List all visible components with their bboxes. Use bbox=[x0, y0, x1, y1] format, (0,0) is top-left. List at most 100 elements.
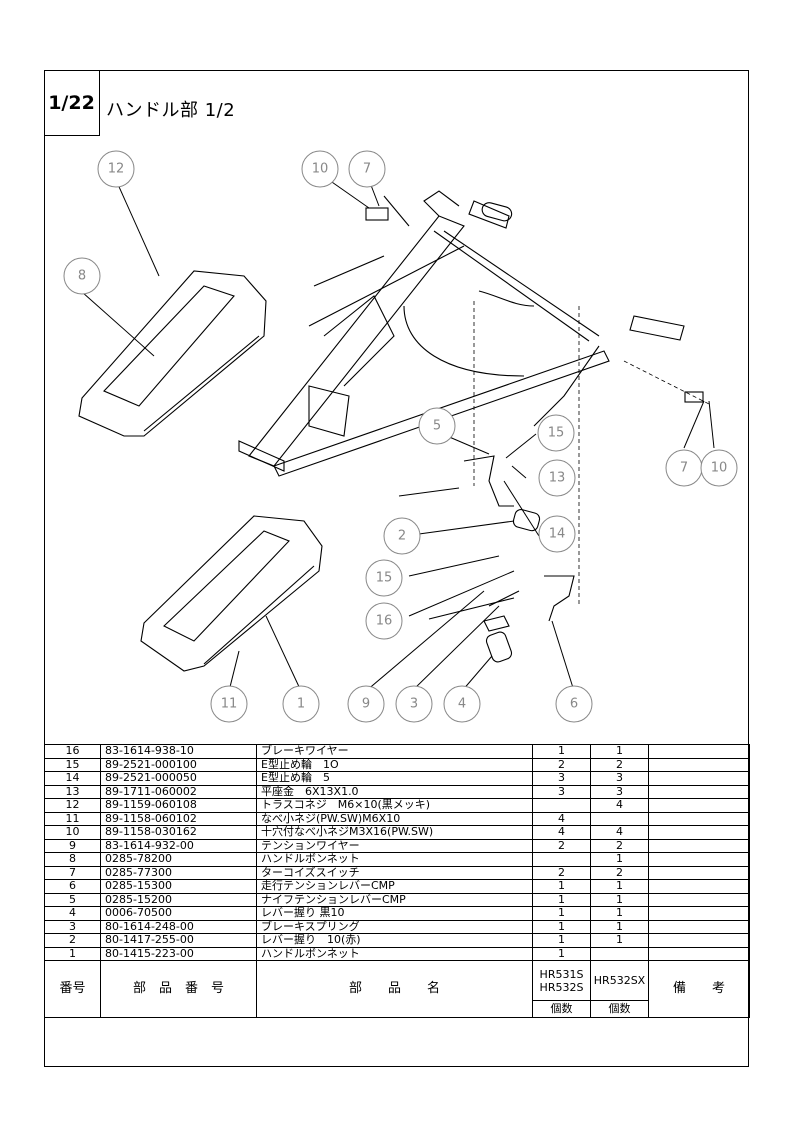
row-part-number: 89-2521-000050 bbox=[100, 771, 257, 786]
row-part-name: E型止め輪 1O bbox=[256, 757, 533, 772]
row-no: 4 bbox=[44, 906, 101, 921]
row-remarks bbox=[648, 892, 750, 907]
row-qty-a: 1 bbox=[532, 879, 591, 894]
row-qty-b: 1 bbox=[590, 744, 649, 759]
svg-text:7: 7 bbox=[680, 461, 688, 476]
row-no: 9 bbox=[44, 838, 101, 853]
row-part-number: 0285-15200 bbox=[100, 892, 257, 907]
callout-10-top: 10 bbox=[301, 150, 339, 188]
row-part-number: 89-2521-000100 bbox=[100, 757, 257, 772]
row-qty-b: 1 bbox=[590, 933, 649, 948]
row-no: 14 bbox=[44, 771, 101, 786]
leader-lines bbox=[81, 179, 715, 692]
row-part-number: 0285-78200 bbox=[100, 852, 257, 867]
callout-11: 11 bbox=[210, 685, 248, 723]
header-part-name: 部 品 名 bbox=[256, 960, 533, 1018]
callout-10-right: 10 bbox=[700, 449, 738, 487]
svg-text:15: 15 bbox=[376, 571, 393, 586]
svg-text:14: 14 bbox=[549, 527, 566, 542]
svg-text:10: 10 bbox=[312, 162, 329, 177]
row-qty-b: 4 bbox=[590, 798, 649, 813]
callout-16: 16 bbox=[365, 602, 403, 640]
row-remarks bbox=[648, 825, 750, 840]
row-qty-b: 3 bbox=[590, 771, 649, 786]
row-no: 2 bbox=[44, 933, 101, 948]
row-part-name: ブレーキワイヤー bbox=[256, 744, 533, 759]
svg-text:5: 5 bbox=[433, 419, 441, 434]
row-qty-b: 1 bbox=[590, 852, 649, 867]
callout-2: 2 bbox=[383, 517, 421, 555]
row-part-name: テンションワイヤー bbox=[256, 838, 533, 853]
row-remarks bbox=[648, 852, 750, 867]
row-qty-a bbox=[532, 798, 591, 813]
row-no: 1 bbox=[44, 946, 101, 961]
svg-text:1: 1 bbox=[297, 697, 305, 712]
row-qty-a: 1 bbox=[532, 906, 591, 921]
row-no: 16 bbox=[44, 744, 101, 759]
row-no: 10 bbox=[44, 825, 101, 840]
row-part-number: 80-1614-248-00 bbox=[100, 919, 257, 934]
row-part-name: 十穴付なべ小ネジM3X16(PW.SW) bbox=[256, 825, 533, 840]
row-part-number: 80-1417-255-00 bbox=[100, 933, 257, 948]
page-frame bbox=[44, 70, 749, 1067]
row-remarks bbox=[648, 784, 750, 799]
row-part-number: 0285-15300 bbox=[100, 879, 257, 894]
svg-text:6: 6 bbox=[570, 697, 578, 712]
row-part-name: トラスコネジ M6×10(黒メッキ) bbox=[256, 798, 533, 813]
row-qty-b: 1 bbox=[590, 892, 649, 907]
callout-15-lower: 15 bbox=[365, 559, 403, 597]
callout-4: 4 bbox=[443, 685, 481, 723]
row-no: 6 bbox=[44, 879, 101, 894]
row-qty-a: 2 bbox=[532, 838, 591, 853]
row-part-number: 89-1158-060102 bbox=[100, 811, 257, 826]
row-qty-a: 1 bbox=[532, 946, 591, 961]
exploded-parts-diagram: 12 8 10 7 5 15 13 14 2 15 16 7 10 11 1 9… bbox=[63, 150, 738, 723]
row-no: 12 bbox=[44, 798, 101, 813]
row-part-number: 0285-77300 bbox=[100, 865, 257, 880]
header-part-number: 部 品 番 号 bbox=[100, 960, 257, 1018]
callout-3: 3 bbox=[395, 685, 433, 723]
model-a-line1: HR531S bbox=[539, 967, 584, 981]
callout-7-right: 7 bbox=[665, 449, 703, 487]
row-part-number: 89-1711-060002 bbox=[100, 784, 257, 799]
callout-5: 5 bbox=[418, 407, 456, 445]
callout-14: 14 bbox=[538, 515, 576, 553]
callout-6: 6 bbox=[555, 685, 593, 723]
row-no: 11 bbox=[44, 811, 101, 826]
callout-15-upper: 15 bbox=[537, 414, 575, 452]
row-part-name: ブレーキスプリング bbox=[256, 919, 533, 934]
row-remarks bbox=[648, 744, 750, 759]
bonnet-1-drawing bbox=[140, 515, 323, 672]
svg-text:7: 7 bbox=[363, 162, 371, 177]
qty-a-label: 個数 bbox=[550, 1002, 573, 1015]
row-no: 7 bbox=[44, 865, 101, 880]
row-part-name: レバー握り 黒10 bbox=[256, 906, 533, 921]
row-qty-a: 1 bbox=[532, 892, 591, 907]
row-qty-b: 1 bbox=[590, 906, 649, 921]
row-qty-b: 2 bbox=[590, 757, 649, 772]
callout-12: 12 bbox=[97, 150, 135, 188]
svg-text:15: 15 bbox=[548, 426, 565, 441]
table-header-row: 番号 部 品 番 号 部 品 名 HR531S HR532S 個数 HR532S… bbox=[44, 960, 750, 1018]
row-remarks bbox=[648, 906, 750, 921]
row-qty-b: 2 bbox=[590, 838, 649, 853]
header-model-a: HR531S HR532S 個数 bbox=[532, 960, 591, 1018]
svg-text:12: 12 bbox=[108, 162, 125, 177]
row-qty-b: 1 bbox=[590, 879, 649, 894]
page-title: ハンドル部 1/2 bbox=[106, 100, 236, 121]
row-part-name: ターコイズスイッチ bbox=[256, 865, 533, 880]
row-remarks bbox=[648, 933, 750, 948]
row-remarks bbox=[648, 757, 750, 772]
